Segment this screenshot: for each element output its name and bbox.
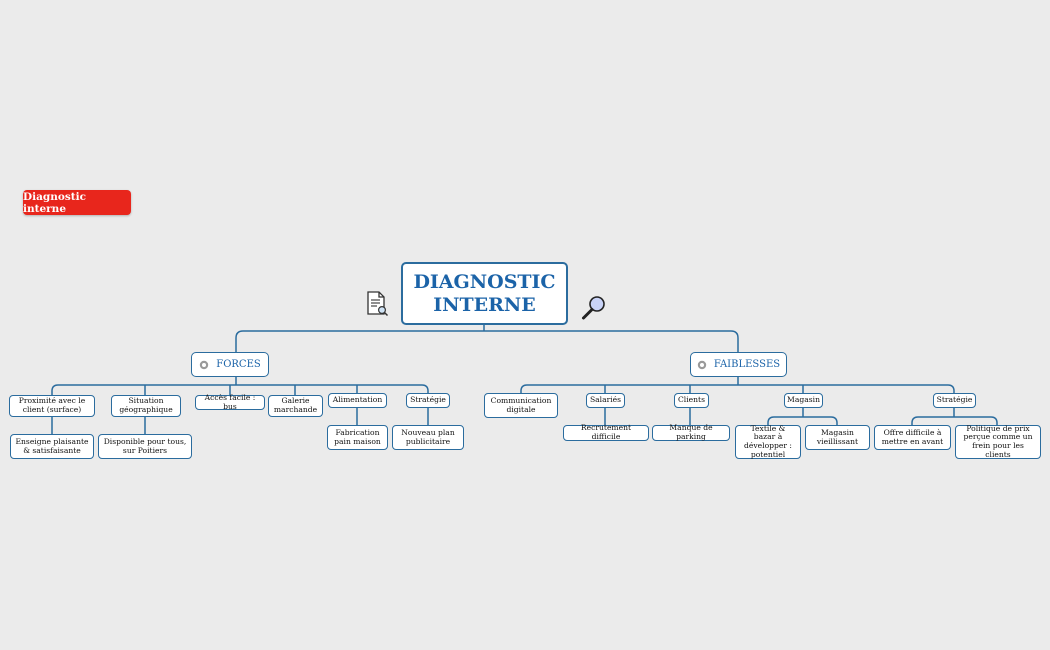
gear-icon <box>200 360 209 369</box>
node-clients[interactable]: Clients <box>674 393 709 408</box>
gear-icon <box>697 360 707 369</box>
branch-faiblesses-label: FAIBLESSES <box>713 359 781 370</box>
node-alimentation[interactable]: Alimentation <box>328 393 387 408</box>
node-politique[interactable]: Politique de prix perçue comme un frein … <box>955 424 1041 459</box>
node-galerie[interactable]: Galerie marchande <box>268 395 323 417</box>
document-search-icon <box>367 291 389 317</box>
node-proximite[interactable]: Proximité avec le client (surface) <box>9 395 95 417</box>
branch-forces[interactable]: FORCES <box>191 352 269 377</box>
node-enseigne[interactable]: Enseigne plaisante & satisfaisante <box>10 434 94 459</box>
branch-faiblesses[interactable]: FAIBLESSES <box>690 352 787 377</box>
node-offre[interactable]: Offre difficile à mettre en avant <box>874 425 951 450</box>
node-magasin[interactable]: Magasin <box>784 393 823 408</box>
sheet-tag[interactable]: Diagnostic interne <box>23 190 131 215</box>
magnifier-icon <box>582 296 605 320</box>
root-title-line2: INTERNE <box>433 293 536 316</box>
node-vieillissant[interactable]: Magasin vieillissant <box>805 425 870 450</box>
node-acces[interactable]: Accès facile : bus <box>195 393 265 410</box>
node-nouveau-plan[interactable]: Nouveau plan publicitaire <box>392 425 464 450</box>
node-situation[interactable]: Situation géographique <box>111 395 181 417</box>
branch-forces-label: FORCES <box>216 359 261 370</box>
node-salaries[interactable]: Salariés <box>586 393 625 408</box>
node-fabrication[interactable]: Fabrication pain maison <box>327 425 388 450</box>
node-parking[interactable]: Manque de parking <box>652 423 730 441</box>
node-disponible[interactable]: Disponible pour tous, sur Poitiers <box>98 434 192 459</box>
node-recrutement[interactable]: Recrutement difficile <box>563 423 649 441</box>
node-communication[interactable]: Communication digitale <box>484 393 558 418</box>
node-textile[interactable]: Textile & bazar à développer : potentiel <box>735 424 801 459</box>
root-title-line1: DIAGNOSTIC <box>413 271 556 294</box>
node-faiblesses-strategie[interactable]: Stratégie <box>933 393 976 408</box>
node-forces-strategie[interactable]: Stratégie <box>406 393 450 408</box>
